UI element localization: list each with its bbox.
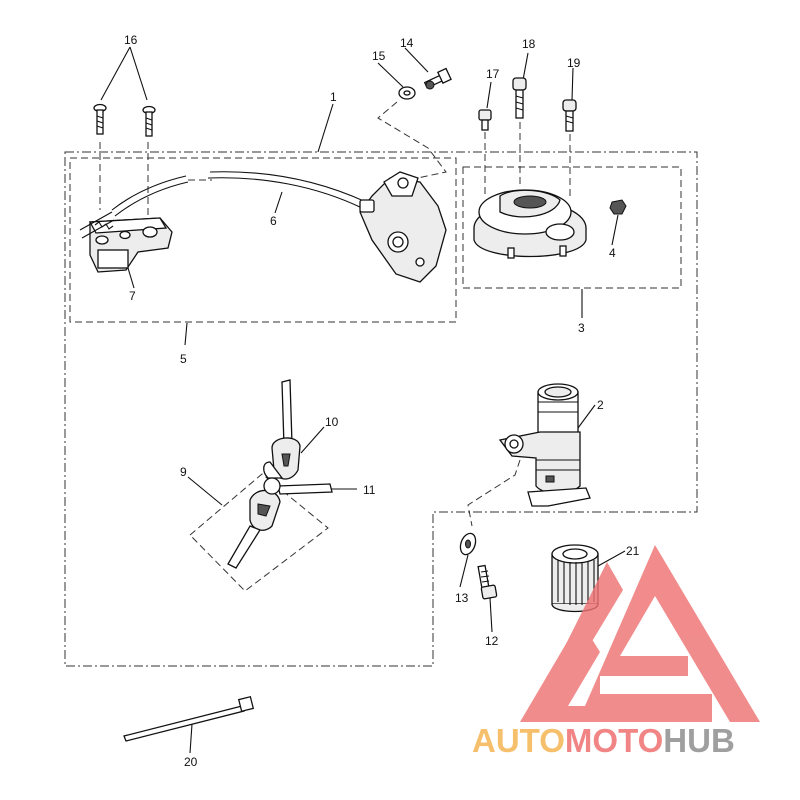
- bolt-14: [423, 67, 452, 90]
- callout-21: 21: [626, 544, 640, 558]
- key-10: [271, 379, 301, 480]
- callout-1: 1: [330, 90, 337, 104]
- callout-12: 12: [485, 634, 499, 648]
- cable-tie-20: [123, 695, 255, 742]
- screw-18: [512, 77, 527, 119]
- screw-4: [609, 199, 627, 215]
- leader-lines: [100, 46, 626, 754]
- callout-19: 19: [567, 56, 581, 70]
- watermark-moto: MOTO: [565, 722, 663, 759]
- watermark-logo: AUTOMOTOHUB: [472, 545, 760, 759]
- screw-16-left: [93, 103, 107, 135]
- watermark-hub: HUB: [663, 722, 735, 759]
- callout-labels: 16 14 15 18 17 19 1 6 4 7 3 5 2 10 9 11 …: [124, 33, 640, 769]
- key-9: [227, 489, 281, 569]
- assembly-1-boundary: [64, 151, 698, 667]
- lock-housing-1: [359, 171, 447, 283]
- callout-4: 4: [609, 246, 616, 260]
- ignition-switch-2: [498, 383, 591, 507]
- svg-text:AUTOMOTOHUB: AUTOMOTOHUB: [472, 722, 735, 759]
- callout-7: 7: [129, 289, 136, 303]
- callout-2: 2: [597, 398, 604, 412]
- callout-20: 20: [184, 755, 198, 769]
- bolt-12: [477, 564, 498, 600]
- screw-17: [478, 109, 492, 131]
- dashed-connection-lines: [99, 101, 571, 527]
- callout-11: 11: [363, 483, 376, 497]
- watermark-auto: AUTO: [472, 722, 565, 759]
- logo-triangle-mark: [520, 545, 760, 722]
- bracket-7: [79, 211, 173, 273]
- screw-16-right: [142, 105, 156, 137]
- sleeve-21: [551, 544, 599, 613]
- callout-9: 9: [180, 465, 187, 479]
- assembly-3-boundary: [462, 166, 682, 289]
- callout-17: 17: [486, 67, 500, 81]
- callout-15: 15: [372, 49, 386, 63]
- assembly-9-boundary: [189, 473, 329, 592]
- washer-15: [398, 86, 416, 100]
- callout-14: 14: [400, 36, 414, 50]
- logo-triangle-inner: [535, 562, 623, 706]
- assembly-5-boundary: [69, 157, 457, 323]
- callout-13: 13: [455, 591, 469, 605]
- callout-16: 16: [124, 33, 138, 47]
- fuel-cap-3: [473, 189, 587, 259]
- callout-5: 5: [180, 352, 187, 366]
- screw-19: [562, 99, 577, 132]
- washer-13: [459, 532, 477, 556]
- callout-6: 6: [270, 214, 277, 228]
- key-11: [263, 461, 333, 495]
- callout-18: 18: [522, 37, 536, 51]
- callout-3: 3: [578, 321, 585, 335]
- cable-6: [111, 171, 367, 217]
- callout-10: 10: [325, 415, 339, 429]
